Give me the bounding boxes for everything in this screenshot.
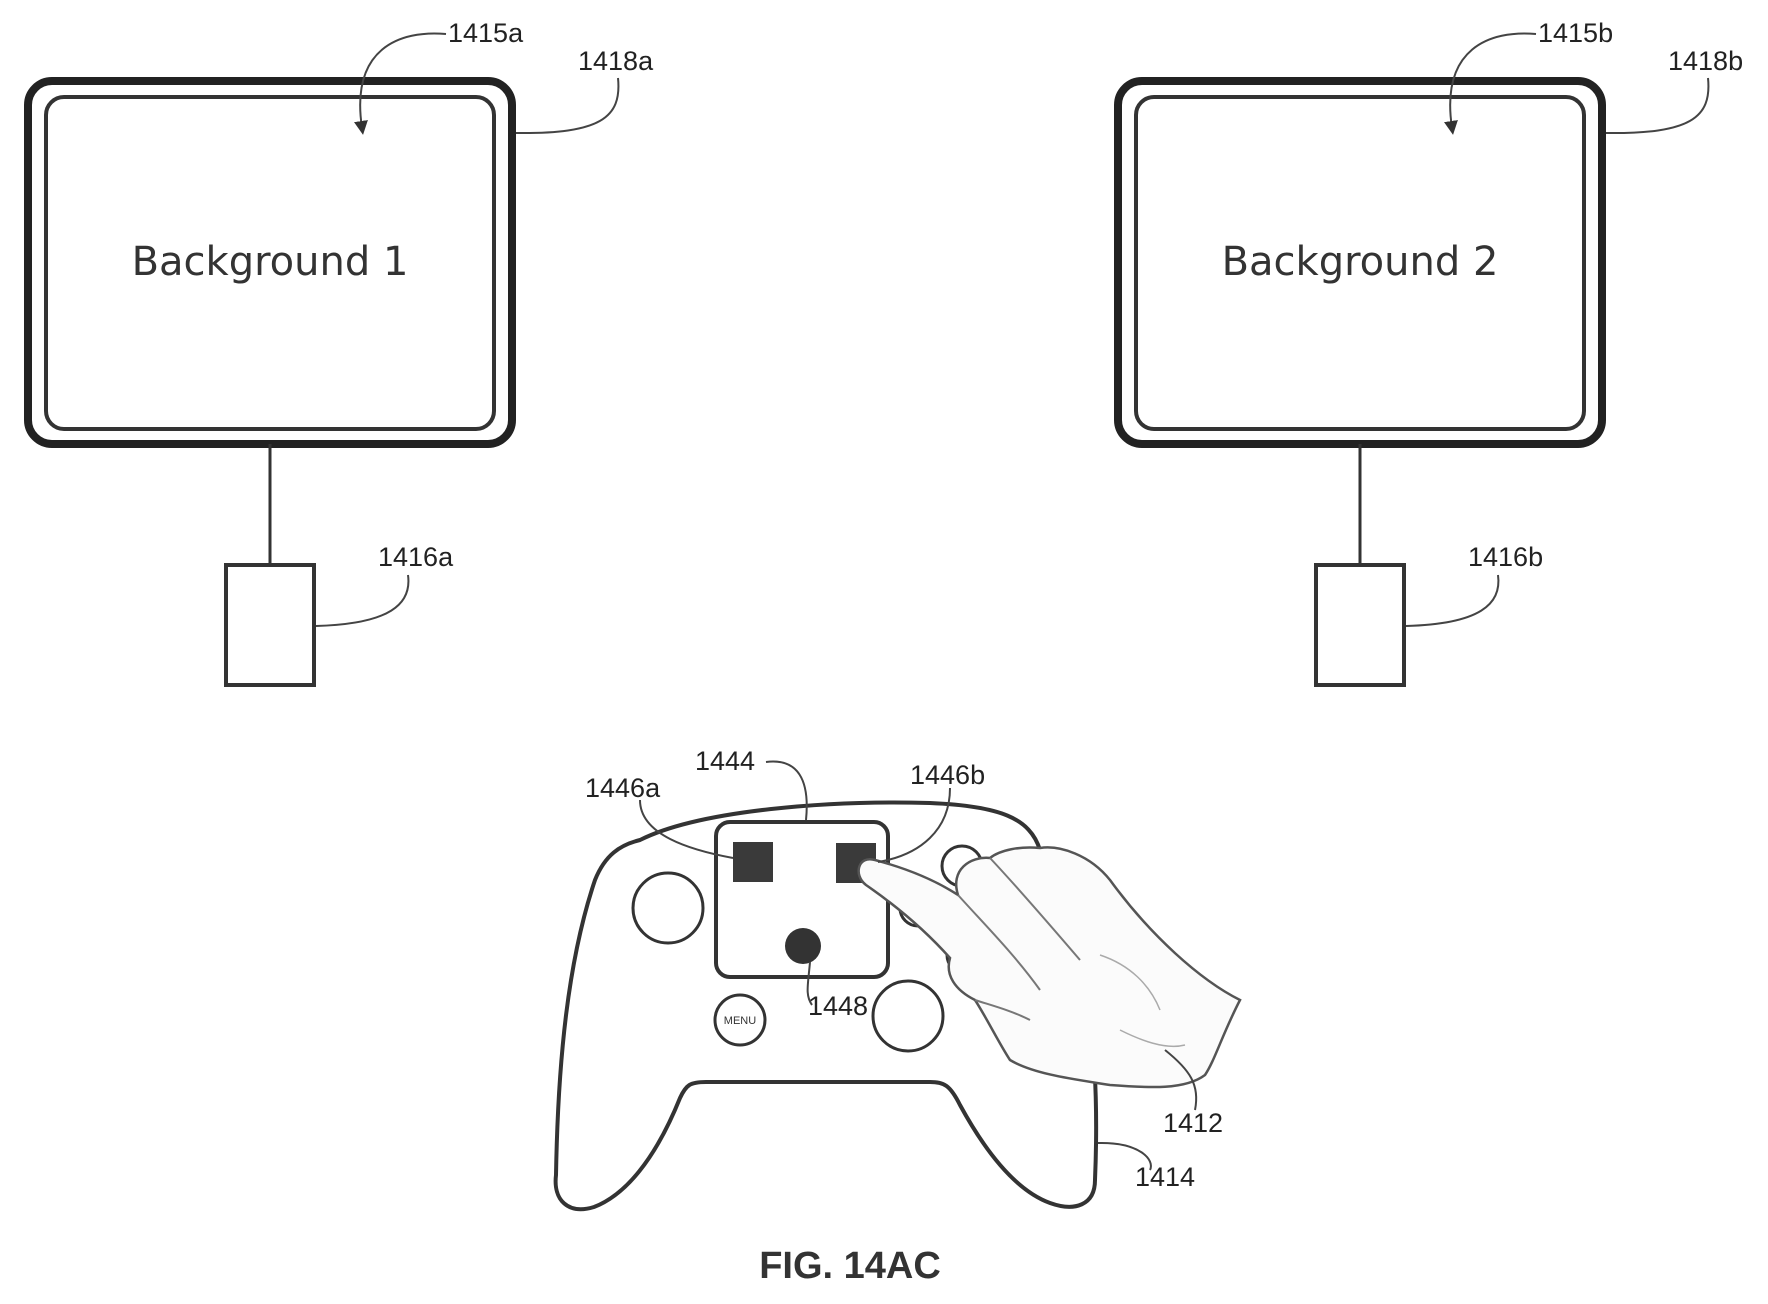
hand-finger-crease-3 — [974, 999, 1031, 1021]
label-1446a: 1446a — [585, 773, 661, 803]
touchpad-circle — [785, 928, 821, 964]
leader-1446b — [877, 787, 951, 863]
label-1418b: 1418b — [1668, 46, 1743, 76]
label-1415b: 1415b — [1538, 18, 1613, 48]
leader-1415b — [1444, 32, 1537, 135]
display-2-device — [1314, 563, 1406, 687]
display-1-screen-text: Background 1 — [132, 239, 409, 285]
label-1446b: 1446b — [910, 760, 985, 790]
leader-1448 — [806, 961, 813, 1006]
hand-outline — [857, 846, 1242, 1089]
leader-1415a — [354, 32, 447, 135]
hand — [857, 846, 1242, 1089]
leader-1414 — [1097, 1141, 1152, 1171]
display-1-device — [224, 563, 316, 687]
hand-finger-crease-1 — [957, 894, 1041, 991]
leader-1446a — [639, 799, 734, 859]
label-1448: 1448 — [808, 991, 868, 1021]
left-thumbstick — [631, 871, 705, 945]
right-thumbstick — [871, 979, 945, 1053]
display-2: Background 2 1415b 1418b 1416b — [1114, 18, 1743, 687]
game-controller: MENU 1444 1446a 1446b 1448 1412 1414 — [553, 746, 1242, 1212]
label-1412: 1412 — [1163, 1108, 1223, 1138]
leader-1444 — [765, 760, 808, 821]
display-1-screen — [44, 95, 496, 431]
label-1444: 1444 — [695, 746, 755, 776]
hand-texture — [1099, 954, 1186, 1048]
menu-button-text: MENU — [724, 1015, 756, 1027]
leader-1416b — [1405, 574, 1500, 627]
controller-body — [553, 800, 1099, 1212]
leader-1412 — [1164, 1049, 1198, 1111]
label-1418a: 1418a — [578, 46, 654, 76]
figure-caption: FIG. 14AC — [759, 1245, 941, 1287]
hand-finger-crease-2 — [989, 857, 1081, 961]
display-2-screen — [1134, 95, 1586, 431]
label-1416a: 1416a — [378, 542, 454, 572]
label-1416b: 1416b — [1468, 542, 1543, 572]
touchpad-square-left — [733, 842, 773, 882]
leader-1418b — [1605, 77, 1710, 135]
leader-1418a — [515, 77, 620, 135]
label-1415a: 1415a — [448, 18, 524, 48]
display-2-screen-text: Background 2 — [1222, 239, 1499, 285]
display-1: Background 1 1415a 1418a 1416a — [24, 18, 654, 687]
leader-1416a — [315, 574, 410, 627]
menu-button — [713, 993, 767, 1047]
label-1414: 1414 — [1135, 1162, 1195, 1192]
